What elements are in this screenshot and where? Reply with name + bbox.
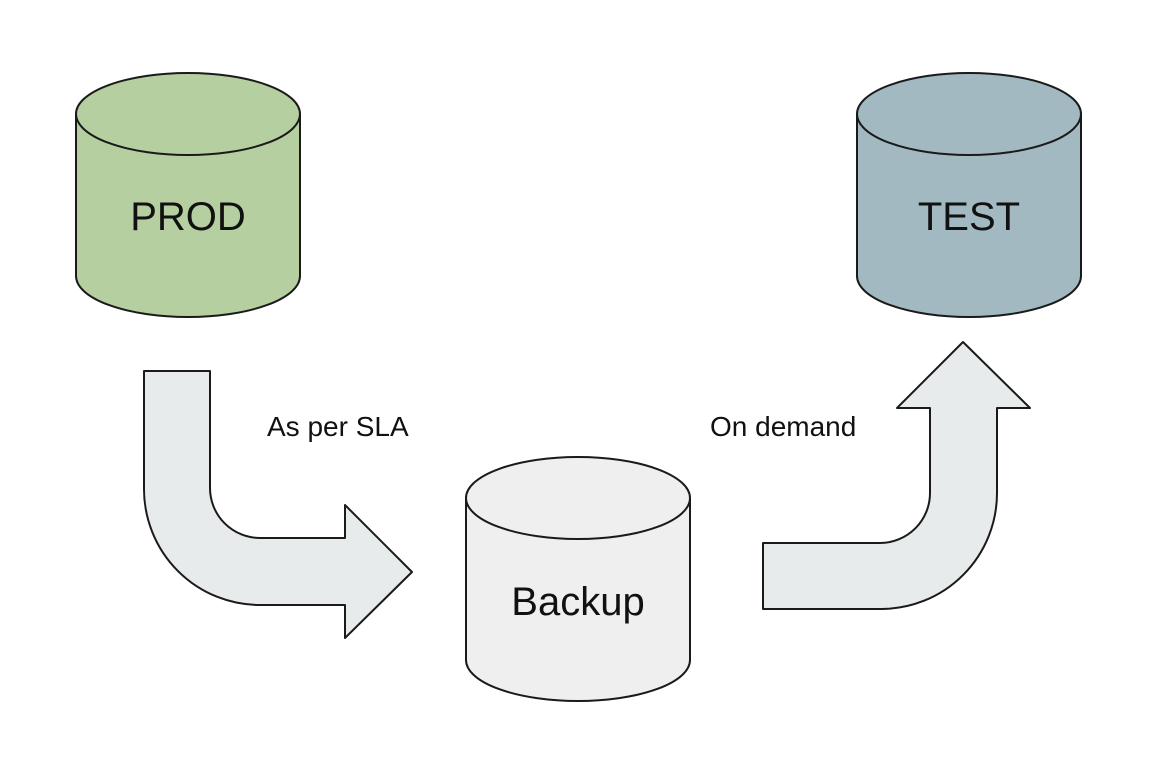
test-database: TEST xyxy=(856,72,1082,318)
backup-to-test-label: On demand xyxy=(710,411,856,442)
backup-label: Backup xyxy=(511,580,644,624)
test-cylinder-body xyxy=(856,113,1082,318)
prod-cylinder-body xyxy=(75,113,301,318)
test-cylinder-top xyxy=(856,72,1082,156)
backup-to-test-arrow xyxy=(762,341,1031,610)
prod-cylinder-top xyxy=(75,72,301,156)
prod-database: PROD xyxy=(75,72,301,318)
backup-cylinder-body xyxy=(465,497,691,702)
prod-label: PROD xyxy=(130,195,246,239)
test-label: TEST xyxy=(918,195,1020,239)
backup-database: Backup xyxy=(465,456,691,702)
backup-cylinder-top xyxy=(465,456,691,540)
prod-to-backup-arrow xyxy=(143,370,413,639)
prod-to-backup-label: As per SLA xyxy=(267,411,409,442)
